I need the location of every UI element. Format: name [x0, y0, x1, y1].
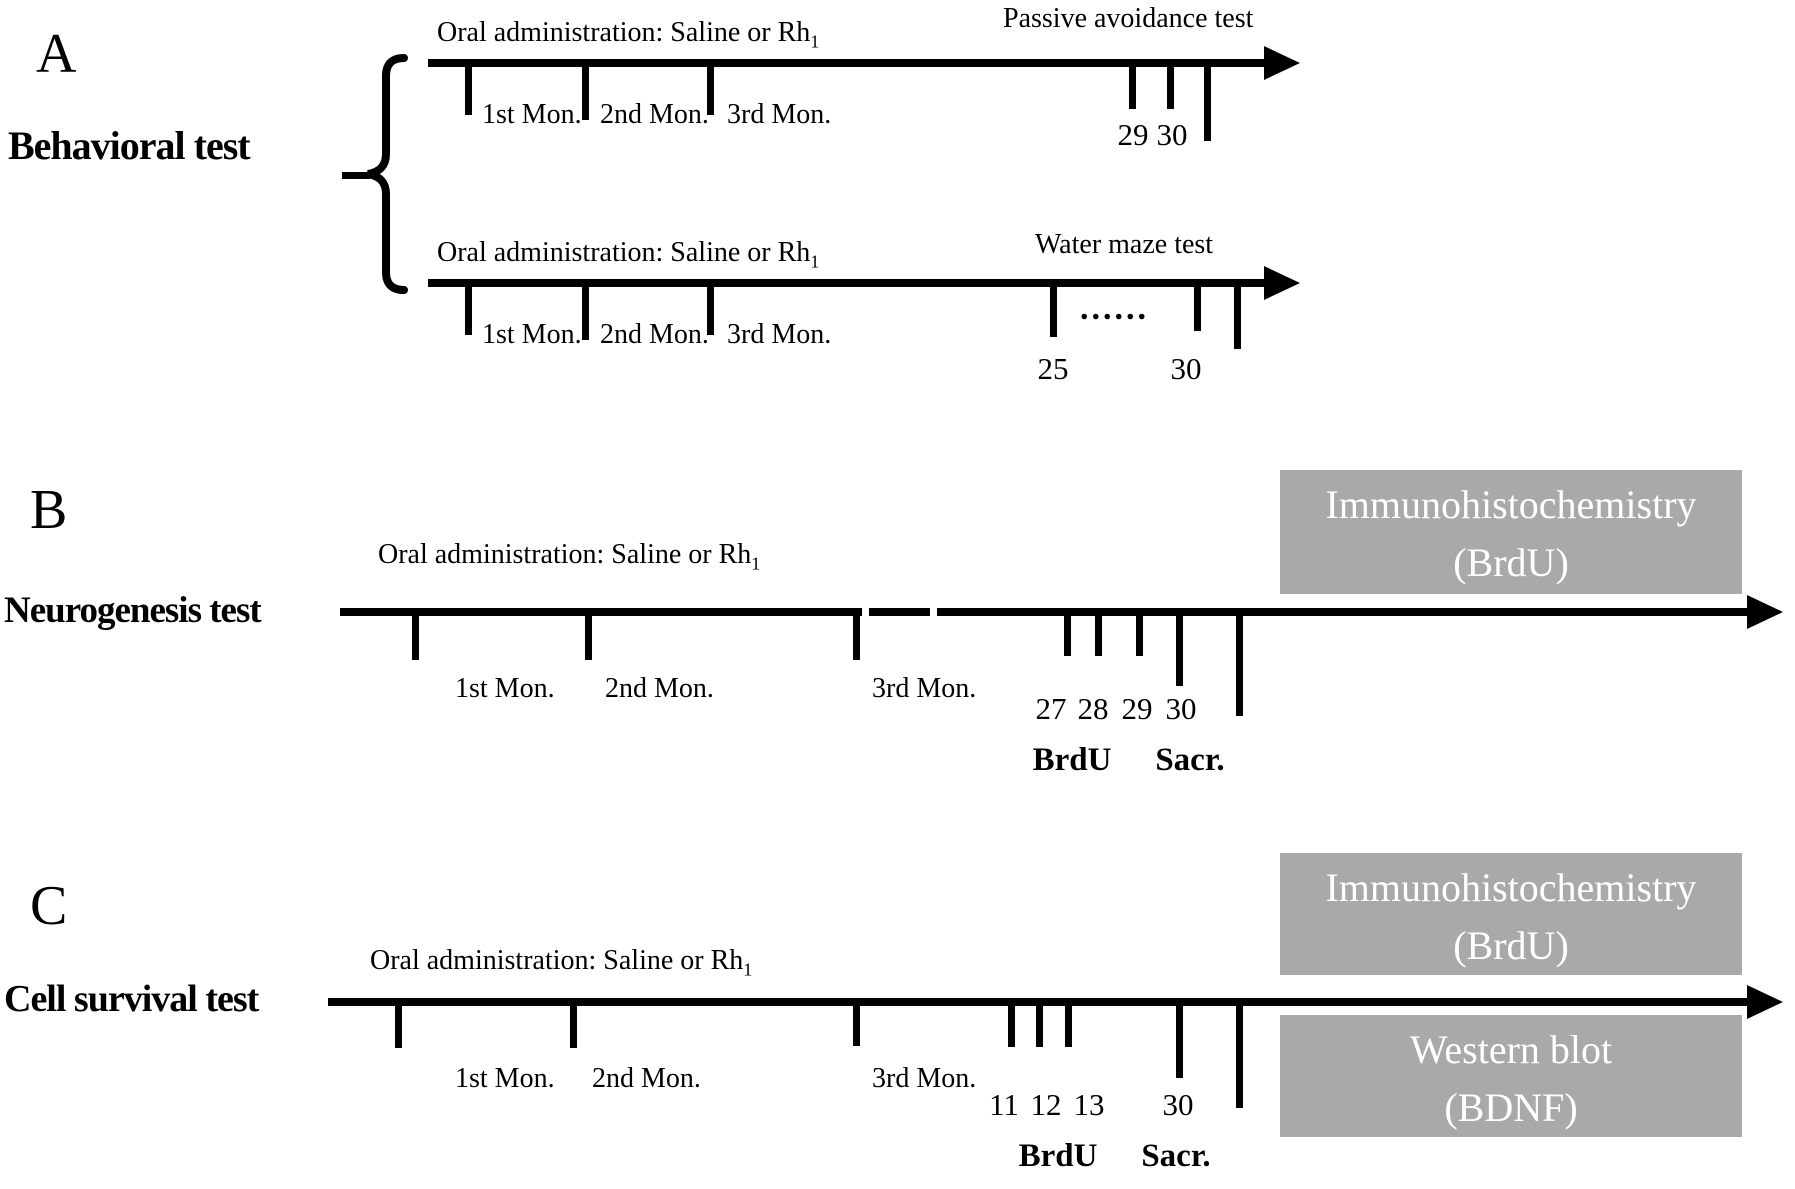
c-immunohistochemistry-box: Immunohistochemistry (BrdU): [1280, 853, 1742, 975]
a1-tick-day-29: [1129, 63, 1136, 109]
panel-a-letter: A: [36, 23, 77, 85]
b-month-1-label: 1st Mon.: [455, 673, 555, 704]
timeline-c-arrowhead: [1747, 985, 1783, 1019]
a2-ellipsis-dots: ......: [1080, 290, 1149, 327]
curly-brace-shape: [367, 54, 408, 294]
cell-survival-test-label: Cell survival test: [4, 978, 259, 1020]
behavioral-test-label: Behavioral test: [8, 123, 251, 168]
a1-month-2-label: 2nd Mon.: [600, 99, 709, 130]
b-tick-month-2: [585, 612, 592, 660]
a2-day-30-label: 30: [1170, 351, 1202, 386]
timeline-a1-arrowhead: [1264, 46, 1300, 80]
b-day-30-label: 30: [1165, 691, 1197, 726]
b-immunohistochemistry-box: Immunohistochemistry (BrdU): [1280, 470, 1742, 594]
a1-oral-admin-label: Oral administration: Saline or Rh1: [437, 17, 820, 52]
timeline-a2-line: [428, 279, 1270, 287]
b-day-29-label: 29: [1121, 691, 1153, 726]
b-tick-month-1: [412, 612, 419, 660]
c-tick-sacrifice: [1236, 1002, 1243, 1108]
passive-avoidance-test-label: Passive avoidance test: [1003, 3, 1254, 34]
a1-tick-month-2: [582, 63, 589, 120]
a2-tick-end: [1234, 283, 1241, 349]
c-tick-day-11: [1008, 1002, 1015, 1047]
a2-month-2-label: 2nd Mon.: [600, 319, 709, 350]
c-oral-admin-text: Oral administration: Saline or Rh: [370, 945, 744, 976]
neurogenesis-test-label: Neurogenesis test: [4, 590, 262, 631]
c-day-13-label: 13: [1073, 1087, 1105, 1122]
a2-tick-month-3: [707, 283, 714, 335]
c-brdu-marker: BrdU: [1018, 1138, 1098, 1174]
b-brdu-marker: BrdU: [1032, 742, 1112, 778]
timeline-b-line: [340, 608, 1753, 616]
b-line-break-2: [930, 606, 937, 620]
a1-tick-month-3: [707, 63, 714, 115]
c-western-blot-box: Western blot (BDNF): [1280, 1015, 1742, 1137]
a2-oral-admin-label: Oral administration: Saline or Rh1: [437, 237, 820, 272]
c-box1-line1: Immunohistochemistry: [1325, 865, 1697, 910]
c-box1-line2: (BrdU): [1453, 923, 1569, 968]
b-tick-month-3: [853, 612, 860, 660]
b-oral-admin-label: Oral administration: Saline or Rh1: [378, 539, 761, 574]
c-box2-line2: (BDNF): [1444, 1085, 1578, 1130]
curly-brace: [356, 54, 412, 301]
b-day-28-label: 28: [1077, 691, 1109, 726]
a1-month-3-label: 3rd Mon.: [727, 99, 832, 130]
a2-oral-admin-subscript: 1: [810, 251, 820, 272]
a2-tick-day-30: [1194, 283, 1201, 331]
timeline-b-arrowhead: [1747, 595, 1783, 629]
brace-connector: [342, 172, 370, 179]
b-oral-admin-text: Oral administration: Saline or Rh: [378, 539, 752, 570]
c-month-2-label: 2nd Mon.: [592, 1063, 701, 1094]
c-oral-admin-subscript: 1: [743, 959, 753, 980]
a1-tick-month-1: [465, 63, 472, 115]
a2-month-1-label: 1st Mon.: [482, 319, 582, 350]
a1-day-30-label: 30: [1156, 117, 1188, 152]
c-tick-day-30: [1176, 1002, 1183, 1078]
b-box-line2: (BrdU): [1453, 540, 1569, 585]
c-tick-month-2: [570, 1002, 577, 1048]
a1-tick-end: [1204, 63, 1211, 141]
c-day-12-label: 12: [1030, 1087, 1062, 1122]
c-tick-month-3: [853, 1002, 860, 1046]
a2-day-25-label: 25: [1037, 351, 1069, 386]
water-maze-test-label: Water maze test: [1035, 229, 1214, 260]
c-box2-line1: Western blot: [1409, 1027, 1613, 1072]
a2-oral-admin-text: Oral administration: Saline or Rh: [437, 237, 811, 268]
c-tick-day-13: [1065, 1002, 1072, 1047]
b-tick-day-30: [1176, 612, 1183, 686]
a2-tick-month-2: [582, 283, 589, 340]
b-line-break-1: [862, 606, 869, 620]
c-day-11-label: 11: [989, 1087, 1019, 1122]
b-oral-admin-subscript: 1: [751, 553, 761, 574]
b-tick-sacrifice: [1236, 612, 1243, 716]
a2-tick-month-1: [465, 283, 472, 335]
b-sacrifice-marker: Sacr.: [1155, 742, 1225, 778]
a1-oral-admin-text: Oral administration: Saline or Rh: [437, 17, 811, 48]
a1-month-1-label: 1st Mon.: [482, 99, 582, 130]
a2-tick-day-25: [1050, 283, 1057, 337]
b-box-line1: Immunohistochemistry: [1325, 482, 1697, 527]
c-tick-month-1: [395, 1002, 402, 1048]
c-tick-day-12: [1036, 1002, 1043, 1047]
c-month-1-label: 1st Mon.: [455, 1063, 555, 1094]
c-sacrifice-marker: Sacr.: [1141, 1138, 1211, 1174]
panel-c-letter: C: [30, 875, 68, 937]
a1-oral-admin-subscript: 1: [810, 31, 820, 52]
c-oral-admin-label: Oral administration: Saline or Rh1: [370, 945, 753, 980]
b-tick-day-29: [1136, 612, 1143, 656]
b-month-3-label: 3rd Mon.: [872, 673, 977, 704]
a1-day-29-label: 29: [1117, 117, 1149, 152]
timeline-a1-line: [428, 59, 1270, 67]
timeline-a2-arrowhead: [1264, 266, 1300, 300]
b-tick-day-28: [1095, 612, 1102, 656]
b-day-27-label: 27: [1035, 691, 1067, 726]
b-tick-day-27: [1064, 612, 1071, 656]
a1-tick-day-30: [1167, 63, 1174, 109]
c-day-30-label: 30: [1162, 1087, 1194, 1122]
c-month-3-label: 3rd Mon.: [872, 1063, 977, 1094]
panel-b-letter: B: [30, 479, 68, 541]
a2-month-3-label: 3rd Mon.: [727, 319, 832, 350]
b-month-2-label: 2nd Mon.: [605, 673, 714, 704]
